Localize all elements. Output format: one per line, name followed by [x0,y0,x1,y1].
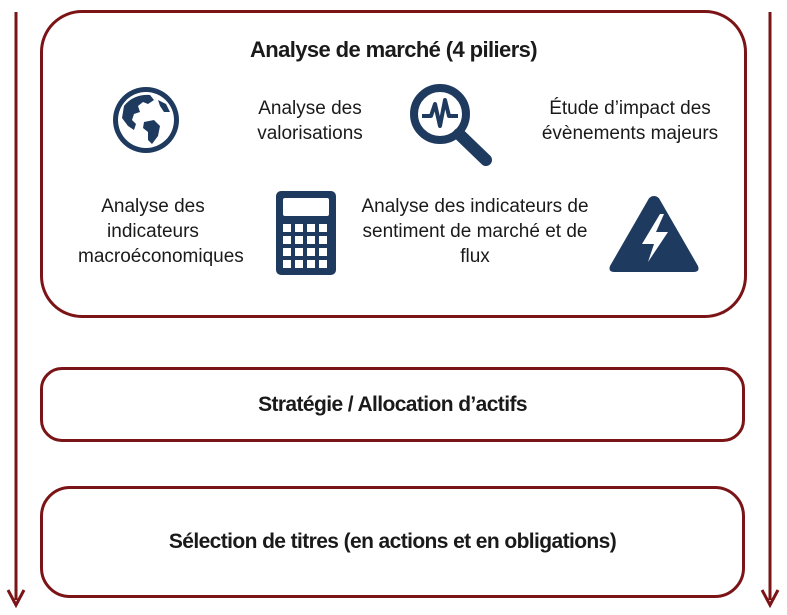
selection-box: Sélection de titres (en actions et en ob… [40,486,745,598]
left-flow-arrow [6,12,26,609]
right-flow-arrow [760,12,780,609]
label-sentiment-flow: Analyse des indicateurs de sentiment de … [361,196,589,267]
label-macro-indicators: Analyse des indicateurs macroéconomiques [78,196,244,267]
magnifier-pulse-icon [410,84,492,166]
strategy-box: Stratégie / Allocation d’actifs [40,367,745,442]
lightning-warning-icon [609,196,699,272]
label-valuations: Analyse des valorisations [257,98,363,144]
strategy-label: Stratégie / Allocation d’actifs [258,393,527,416]
market-analysis-title: Analyse de marché (4 piliers) [249,37,538,62]
label-major-events: Étude d’impact des évènements majeurs [541,98,719,144]
selection-label: Sélection de titres (en actions et en ob… [168,530,617,553]
calculator-icon [276,191,336,275]
globe-icon [113,87,179,153]
